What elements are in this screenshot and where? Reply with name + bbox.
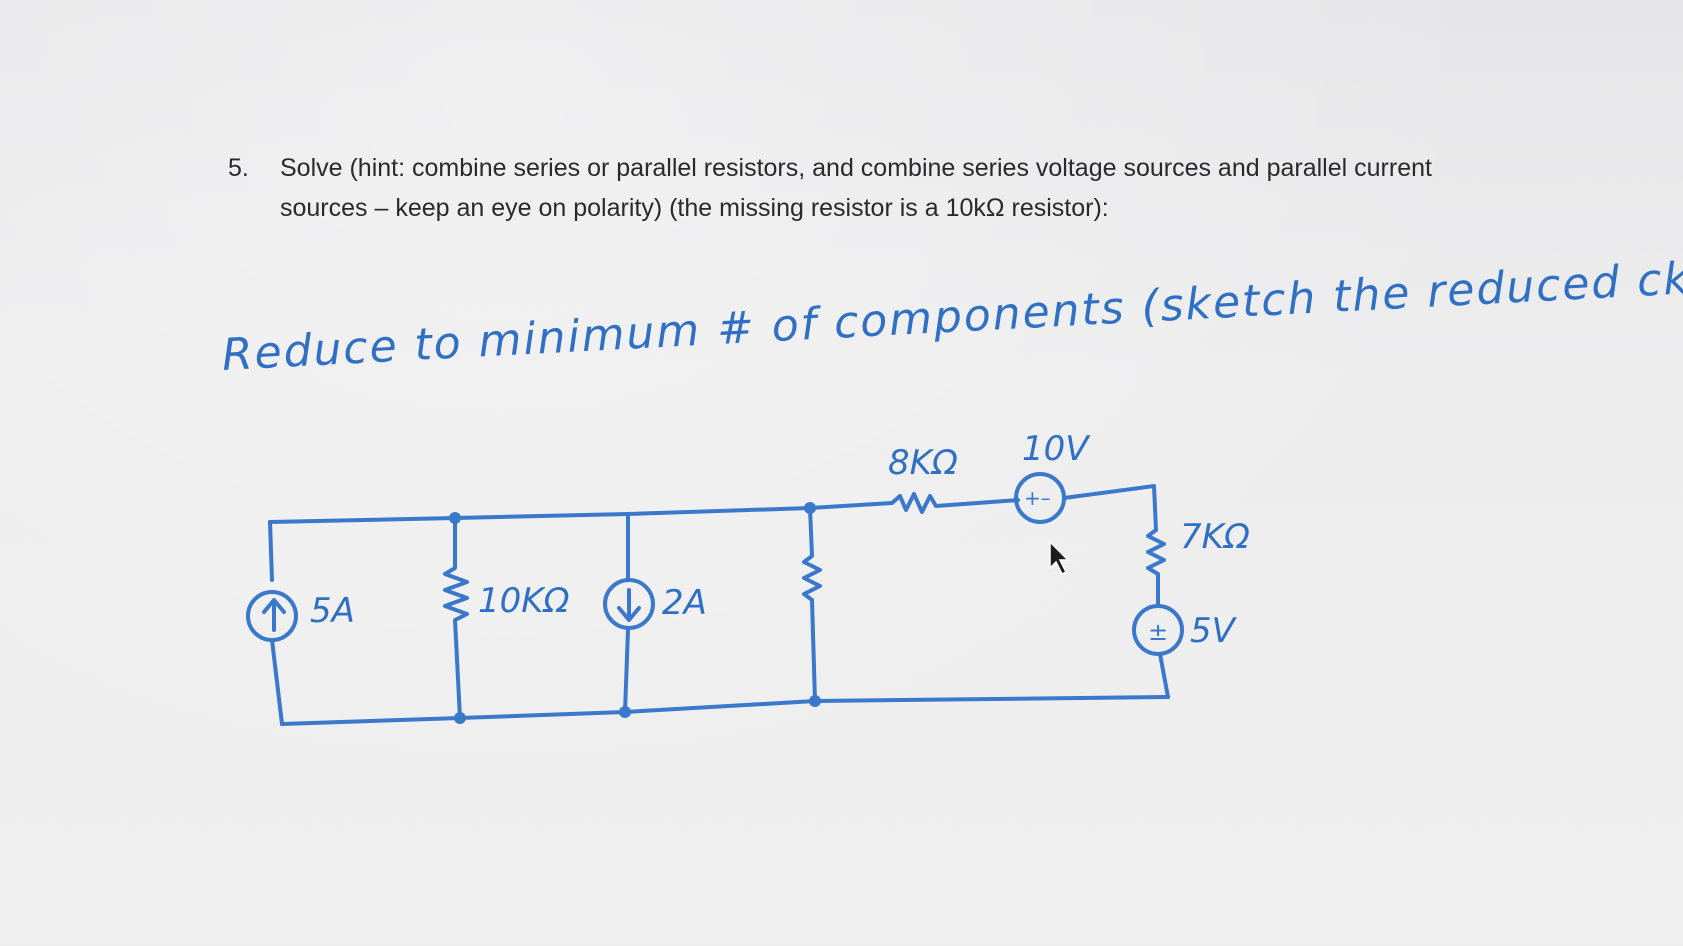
plus-minus-icon: +– — [1024, 486, 1051, 510]
resistor-7k — [1146, 528, 1166, 606]
label-2a: 2A — [662, 583, 707, 623]
junction-dot — [619, 706, 631, 718]
junction-dot — [449, 512, 461, 524]
top-wire-left — [268, 501, 894, 524]
label-10v: 10V — [1022, 429, 1091, 469]
arrow-up-icon — [262, 598, 286, 632]
resistor-missing — [802, 506, 822, 703]
branch-5a-wire — [268, 520, 284, 726]
resistor-10k — [443, 516, 469, 720]
label-5v: 5V — [1190, 611, 1238, 651]
label-7k: 7KΩ — [1180, 517, 1250, 557]
mouse-cursor-icon — [1049, 540, 1070, 576]
label-5a: 5A — [310, 591, 355, 631]
branch-5v-wire — [1158, 652, 1170, 699]
junction-dot — [454, 712, 466, 724]
branch-2a-wire — [623, 512, 630, 714]
current-source-2a — [603, 578, 655, 630]
junction-dot — [809, 695, 821, 707]
arrow-down-icon — [617, 588, 641, 622]
bottom-wire — [280, 695, 1170, 726]
top-wire-right — [1062, 484, 1158, 532]
resistor-8k — [890, 492, 1020, 514]
current-source-5a — [246, 590, 298, 642]
problem-text: Solve (hint: combine series or parallel … — [280, 154, 1432, 222]
label-10k: 10KΩ — [478, 581, 570, 621]
plus-minus-vertical-icon: ± — [1148, 618, 1168, 646]
junction-dot — [804, 502, 816, 514]
label-8k: 8KΩ — [888, 443, 958, 483]
problem-number: 5. — [228, 154, 249, 182]
